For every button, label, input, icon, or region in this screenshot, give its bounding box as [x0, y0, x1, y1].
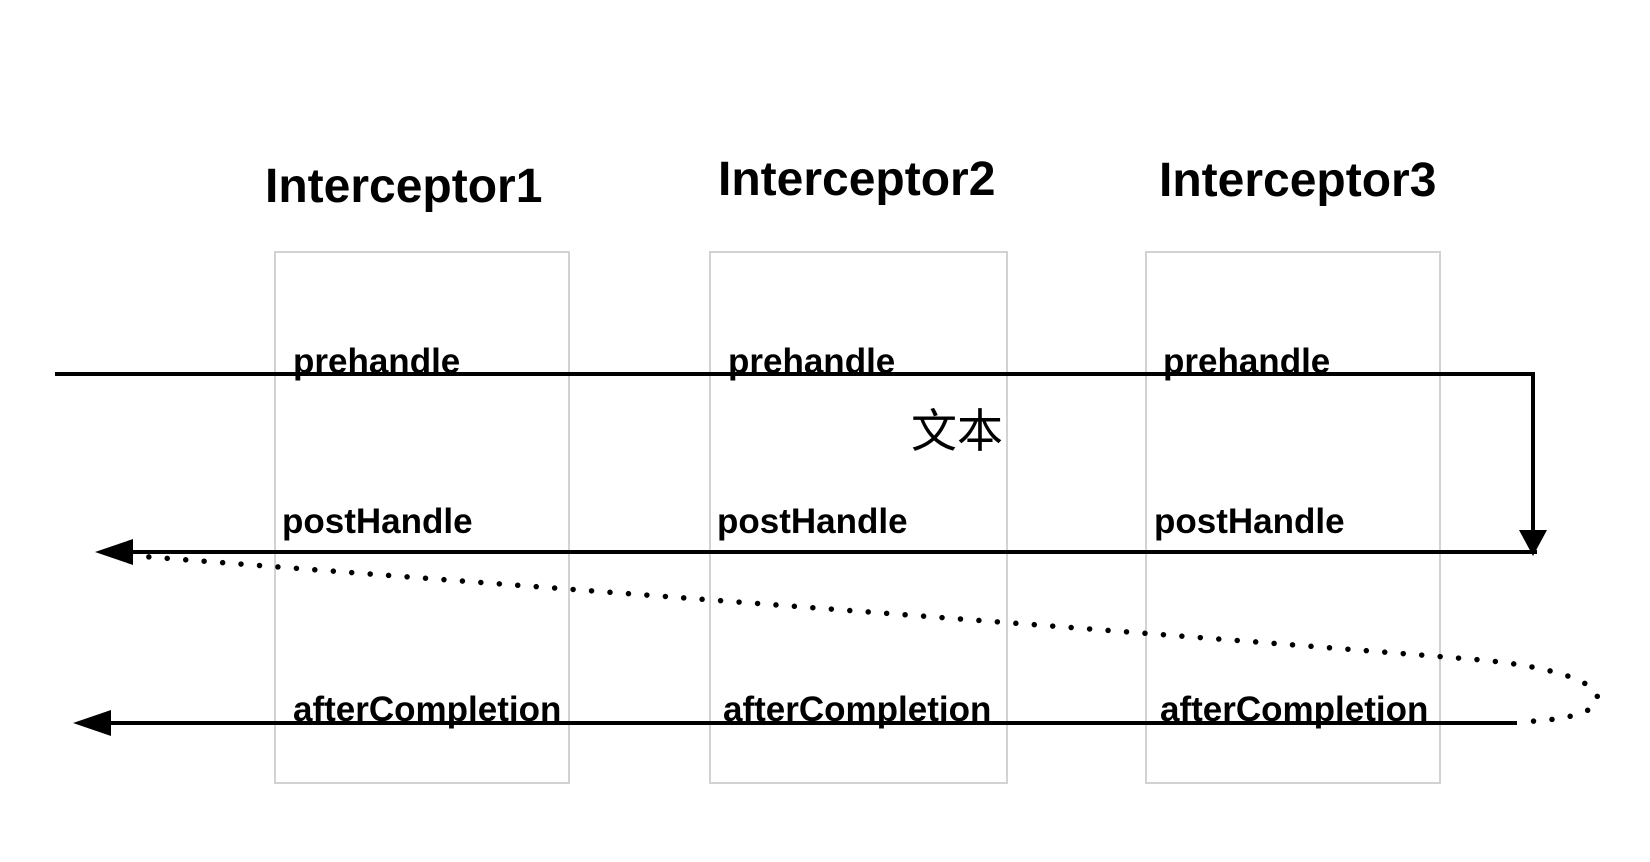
- interceptor3-box: [1145, 251, 1441, 784]
- interceptor2-title: Interceptor2: [718, 153, 995, 206]
- interceptor3-posthandle-label: postHandle: [1154, 502, 1345, 541]
- interceptor1-posthandle-label: postHandle: [282, 502, 473, 541]
- interceptor2-box: [709, 251, 1008, 784]
- interceptor1-box: [274, 251, 570, 784]
- down-arrowhead-icon: [1519, 530, 1547, 556]
- interceptor3-title: Interceptor3: [1159, 154, 1436, 207]
- interceptor2-posthandle-label: postHandle: [717, 502, 908, 541]
- posthandle-left-arrowhead-icon: [95, 539, 133, 565]
- annotation-text: 文本: [911, 405, 1003, 457]
- aftercompletion-left-arrowhead-icon: [73, 710, 111, 736]
- interceptor1-title: Interceptor1: [265, 160, 542, 213]
